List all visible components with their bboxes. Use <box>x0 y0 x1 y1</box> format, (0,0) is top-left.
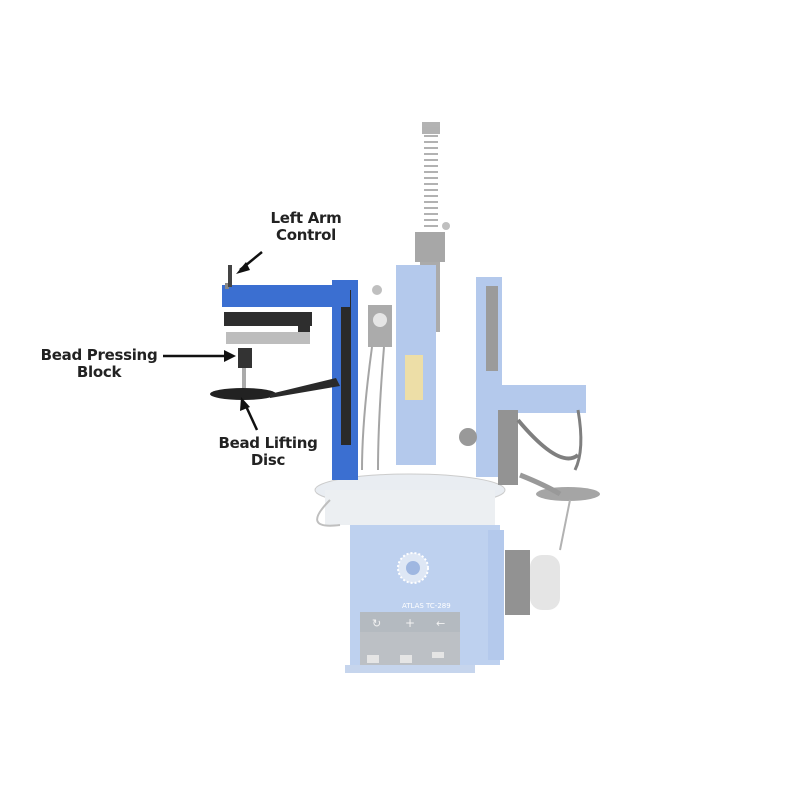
callout-line: Control <box>276 226 336 244</box>
callout-left-arm-control: Left Arm Control <box>258 210 354 244</box>
left-arm-control-lever <box>228 265 232 287</box>
bead-pressing-block-part <box>238 348 252 368</box>
callout-line: Bead Pressing <box>40 346 158 364</box>
callout-line: Bead Lifting <box>218 434 318 452</box>
svg-text:+: + <box>405 616 415 630</box>
svg-text:←: ← <box>436 617 445 630</box>
callout-bead-pressing-block: Bead Pressing Block <box>34 347 164 381</box>
bead-lifting-disc-part <box>210 388 276 400</box>
svg-text:↻: ↻ <box>372 617 381 630</box>
left-assist-arm <box>210 265 358 480</box>
callout-bead-lifting-disc: Bead Lifting Disc <box>214 435 322 469</box>
callout-line: Left Arm <box>270 209 342 227</box>
callout-line: Disc <box>250 451 286 469</box>
machine-body: ATLAS TC-289 ↻ + ← <box>314 122 600 673</box>
callout-arrows <box>163 251 263 431</box>
panel-model-text: ATLAS TC-289 <box>402 602 451 610</box>
callout-line: Block <box>76 363 122 381</box>
